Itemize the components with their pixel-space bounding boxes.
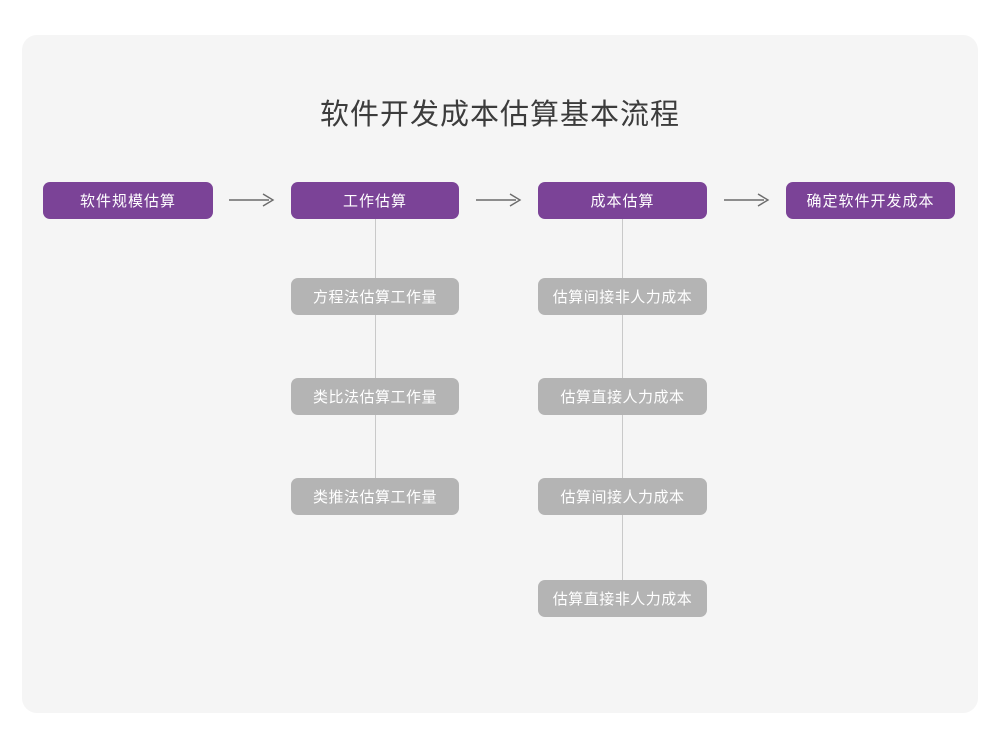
branch-node-label: 方程法估算工作量 <box>312 289 437 306</box>
connector-line <box>622 515 623 580</box>
branch-node-label: 估算间接人力成本 <box>560 489 685 506</box>
connector-line <box>622 219 623 278</box>
flow-node-label: 软件规模估算 <box>79 193 176 210</box>
branch-node-analogy-method[interactable]: 类比法估算工作量 <box>291 378 459 415</box>
connector-line <box>622 315 623 378</box>
connector-line <box>375 415 376 478</box>
branch-node-direct-nonlabor-cost[interactable]: 估算直接非人力成本 <box>538 580 707 617</box>
flow-node-step-4[interactable]: 确定软件开发成本 <box>786 182 955 219</box>
branch-node-label: 估算间接非人力成本 <box>552 289 693 306</box>
branch-node-label: 估算直接非人力成本 <box>552 591 693 608</box>
connector-line <box>375 219 376 278</box>
branch-node-indirect-labor-cost[interactable]: 估算间接人力成本 <box>538 478 707 515</box>
right-arrow-icon <box>476 193 522 207</box>
branch-node-inference-method[interactable]: 类推法估算工作量 <box>291 478 459 515</box>
connector-line <box>375 315 376 378</box>
flow-node-step-1[interactable]: 软件规模估算 <box>43 182 213 219</box>
connector-line <box>622 415 623 478</box>
flow-node-step-2[interactable]: 工作估算 <box>291 182 459 219</box>
flow-node-step-3[interactable]: 成本估算 <box>538 182 707 219</box>
branch-node-label: 估算直接人力成本 <box>560 389 685 406</box>
branch-node-label: 类比法估算工作量 <box>312 389 437 406</box>
right-arrow-icon <box>229 193 275 207</box>
page-title: 软件开发成本估算基本流程 <box>319 99 680 131</box>
branch-node-direct-labor-cost[interactable]: 估算直接人力成本 <box>538 378 707 415</box>
diagram-card <box>22 35 978 713</box>
branch-node-indirect-nonlabor-cost[interactable]: 估算间接非人力成本 <box>538 278 707 315</box>
flow-node-label: 成本估算 <box>590 193 655 210</box>
flow-node-label: 工作估算 <box>342 193 407 210</box>
flow-node-label: 确定软件开发成本 <box>806 193 935 210</box>
right-arrow-icon <box>724 193 770 207</box>
branch-node-label: 类推法估算工作量 <box>312 489 437 506</box>
branch-node-equation-method[interactable]: 方程法估算工作量 <box>291 278 459 315</box>
